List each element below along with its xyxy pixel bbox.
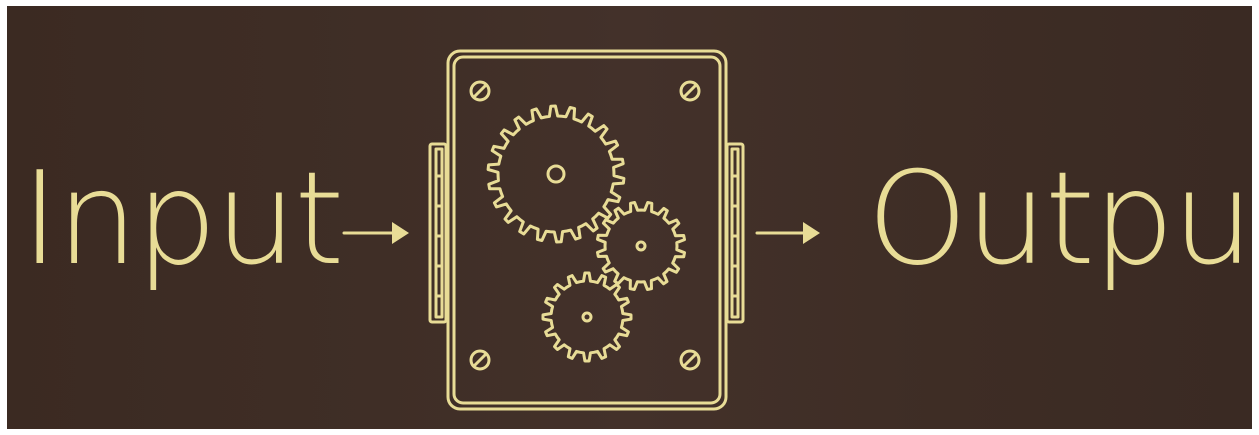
input-label: Input <box>21 145 344 294</box>
gear-icon <box>486 104 626 244</box>
output-label: Output <box>867 145 1252 294</box>
input-connector <box>428 142 448 324</box>
screw-icon <box>679 80 701 102</box>
output-connector <box>725 142 745 324</box>
gear-icon <box>596 201 686 291</box>
arrow-right-icon <box>342 222 409 244</box>
arrow-right-icon <box>755 222 820 244</box>
gearbox-icon <box>428 49 745 411</box>
machine-diagram <box>342 49 820 411</box>
diagram-panel: Input Output <box>7 6 1252 429</box>
screw-icon <box>679 349 701 371</box>
gear-icon <box>541 271 633 363</box>
screw-icon <box>469 349 491 371</box>
screw-icon <box>469 80 491 102</box>
